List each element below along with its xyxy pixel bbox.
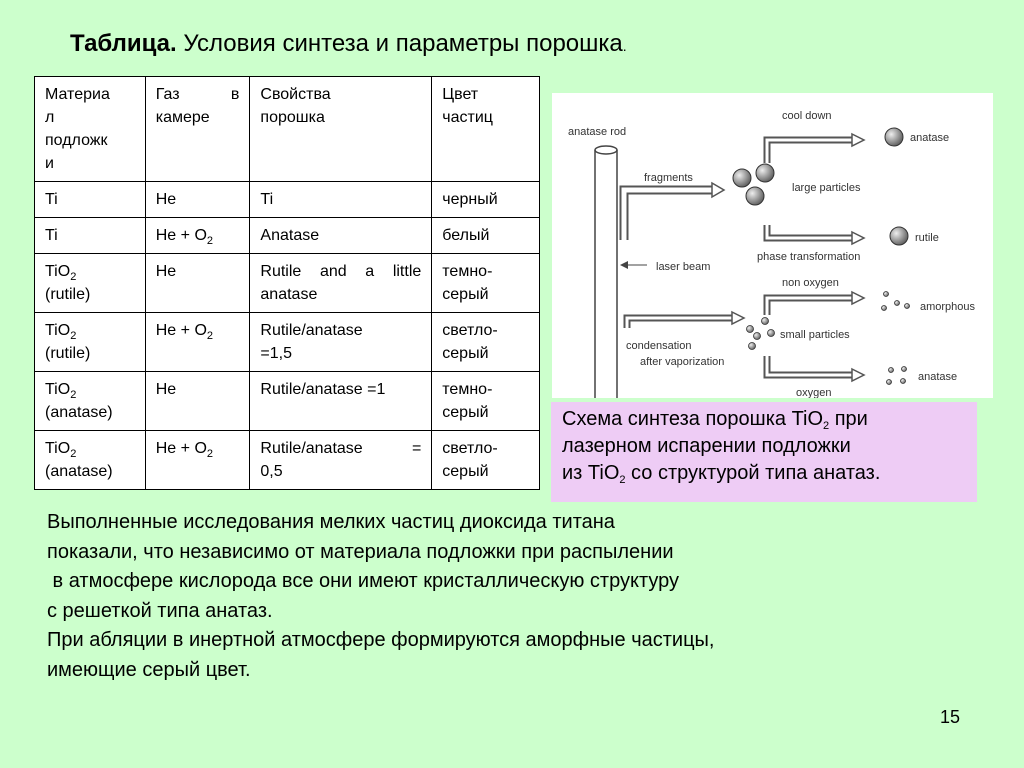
label-rutile: rutile: [915, 232, 939, 244]
scheme-caption: Схема синтеза порошка TiO2 при лазерном …: [551, 402, 977, 502]
label-after-vaporization: after vaporization: [640, 356, 724, 368]
table-row: Ti He + O2 Anatase белый: [34, 217, 540, 254]
label-non-oxygen: non oxygen: [782, 277, 839, 289]
cell-color: белый: [431, 217, 540, 254]
table-row: TiO2(anatase) He + O2 Rutile/anatase =0,…: [34, 430, 540, 490]
header-properties-line: порошка: [260, 109, 325, 126]
body-line: Выполненные исследования мелких частиц д…: [47, 511, 615, 533]
cell-gas: He + O2: [144, 430, 251, 490]
cell-color: темно-серый: [431, 253, 540, 313]
caption-line: лазерном испарении подложки: [562, 435, 851, 457]
cell-material: TiO2(rutile): [34, 253, 146, 313]
header-properties-line: Свойства: [260, 86, 331, 103]
body-line: При абляции в инертной атмосфере формиру…: [47, 629, 715, 652]
cell-color: светло-серый: [431, 312, 540, 372]
oxygen-arrow: [851, 367, 866, 383]
cell-gas: He + O2: [144, 217, 251, 254]
header-material: Материа л подложк и: [34, 76, 146, 182]
table-row: Ti He Ti черный: [34, 181, 540, 218]
amorphous-particles-icon: [881, 291, 910, 311]
cool-down-arrow: [851, 132, 866, 148]
slide-title: Таблица. Условия синтеза и параметры пор…: [70, 30, 627, 58]
label-anatase-rod: anatase rod: [568, 126, 626, 138]
caption-line: Схема синтеза порошка TiO2 при: [562, 408, 868, 432]
cell-properties: Anatase: [249, 217, 433, 254]
small-particles-icon: [746, 317, 775, 350]
header-gas: Газ в камере: [144, 76, 251, 182]
title-dot: .: [622, 38, 627, 54]
label-small-particles: small particles: [780, 329, 850, 341]
label-laser-beam: laser beam: [656, 261, 710, 273]
cell-gas: He: [144, 371, 251, 431]
synthesis-scheme-diagram: anatase rod fragments cool down anatase …: [552, 93, 993, 399]
anatase-particle: [884, 127, 904, 147]
body-line: показали, что независимо от материала по…: [47, 540, 674, 563]
page-number: 15: [940, 707, 961, 727]
phase-transformation-arrow: [851, 230, 866, 246]
label-fragments: fragments: [644, 172, 693, 184]
cell-properties: Rutile/anatase=1,5: [249, 312, 433, 372]
body-line: имеющие серый цвет.: [47, 658, 251, 681]
header-properties: Свойства порошка: [249, 76, 433, 182]
fragments-arrow: [619, 185, 712, 240]
synthesis-table: Материа л подложк и Газ в камере Свойств…: [34, 76, 540, 490]
label-phase-transformation: phase transformation: [757, 251, 860, 263]
large-particles-icon: [732, 163, 775, 206]
anatase-small-particles-icon: [886, 366, 907, 385]
cell-material: Ti: [34, 181, 146, 218]
header-material-line: л: [45, 109, 55, 126]
cell-properties: Rutile/anatase =1: [249, 371, 433, 431]
header-color-line: Цвет: [442, 86, 479, 103]
header-color: Цвет частиц: [431, 76, 540, 182]
table-row: TiO2(anatase) He Rutile/anatase =1 темно…: [34, 371, 540, 431]
label-cool-down: cool down: [782, 110, 832, 122]
body-line: в атмосфере кислорода все они имеют крис…: [47, 570, 680, 593]
label-condensation: condensation: [626, 340, 691, 352]
rutile-particle: [889, 226, 909, 246]
body-line: с решеткой типа анатаз.: [47, 599, 273, 622]
cell-color: темно-серый: [431, 371, 540, 431]
cell-properties: Rutile/anatase =0,5: [249, 430, 433, 490]
label-anatase-top: anatase: [910, 132, 949, 144]
title-text: Условия синтеза и параметры порошка: [176, 30, 623, 57]
cell-material: TiO2(anatase): [34, 371, 146, 431]
label-large-particles: large particles: [792, 182, 861, 194]
cell-color: черный: [431, 181, 540, 218]
cell-properties: Ti: [249, 181, 433, 218]
body-paragraph: Выполненные исследования мелких частиц д…: [47, 508, 967, 686]
header-material-line: подложк: [45, 132, 108, 149]
header-gas-line: Газ в: [155, 86, 240, 103]
header-material-line: Материа: [45, 86, 110, 103]
condensation-arrow: [731, 310, 746, 326]
label-oxygen: oxygen: [796, 387, 831, 398]
header-color-line: частиц: [442, 109, 493, 126]
cell-material: Ti: [34, 217, 146, 254]
non-oxygen-arrow: [851, 290, 866, 306]
cell-gas: He: [144, 253, 251, 313]
cell-color: светло-серый: [431, 430, 540, 490]
anatase-rod: [594, 145, 618, 398]
label-amorphous: amorphous: [920, 301, 976, 313]
cell-material: TiO2(anatase): [34, 430, 146, 490]
header-gas-line: камере: [155, 109, 210, 126]
cell-gas: He: [144, 181, 251, 218]
table-header-row: Материа л подложк и Газ в камере Свойств…: [34, 76, 540, 182]
header-material-line: и: [45, 155, 54, 172]
label-anatase-bottom: anatase: [918, 371, 957, 383]
caption-line: из TiO2 со структурой типа анатаз.: [562, 462, 881, 486]
cell-gas: He + O2: [144, 312, 251, 372]
cell-material: TiO2(rutile): [34, 312, 146, 372]
title-bold: Таблица.: [70, 30, 177, 57]
table-row: TiO2(rutile) He + O2 Rutile/anatase=1,5 …: [34, 312, 540, 372]
